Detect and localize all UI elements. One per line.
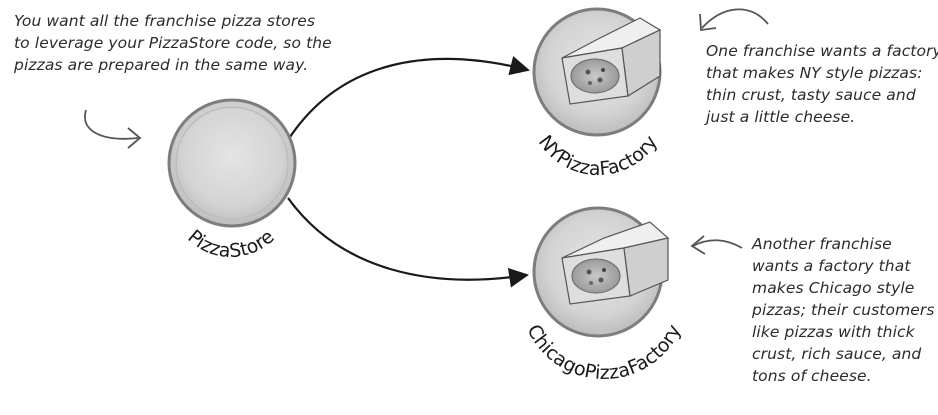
ny-note-line: just a little cheese.: [706, 108, 856, 126]
intro-note-line: pizzas are prepared in the same way.: [14, 56, 309, 74]
chicago-note-line: wants a factory that: [752, 257, 911, 275]
ny-pizza-box-icon: [561, 17, 662, 105]
chicago-note: Another franchise wants a factory that m…: [752, 233, 935, 387]
ny-pointer-arrow: [699, 8, 769, 32]
ny-factory-label: NYPizzaFactory: [534, 131, 662, 180]
chicago-pointer-arrow: [690, 235, 743, 255]
chicago-note-line: pizzas; their customers: [752, 301, 935, 319]
ny-note: One franchise wants a factory that makes…: [706, 40, 938, 128]
intro-note: You want all the franchise pizza stores …: [14, 10, 332, 76]
connector-to-ny: [287, 56, 530, 141]
intro-note-line: to leverage your PizzaStore code, so the: [14, 34, 332, 52]
ny-note-line: thin crust, tasty sauce and: [706, 86, 916, 104]
chicago-note-line: crust, rich sauce, and: [752, 345, 922, 363]
pizza-store-node: [167, 98, 297, 228]
chicago-note-line: tons of cheese.: [752, 367, 872, 385]
ny-note-line: that makes NY style pizzas:: [706, 64, 923, 82]
chicago-factory-node: [532, 206, 670, 338]
pizza-store-plate: [167, 98, 297, 228]
connector-to-chicago: [287, 197, 529, 288]
chicago-note-line: Another franchise: [752, 235, 892, 253]
chicago-pizza-box-icon: [561, 221, 670, 305]
chicago-note-line: makes Chicago style: [752, 279, 915, 297]
ny-note-line: One franchise wants a factory: [706, 42, 938, 60]
intro-note-line: You want all the franchise pizza stores: [14, 12, 316, 30]
chicago-note-line: like pizzas with thick: [752, 323, 915, 341]
intro-pointer-arrow: [84, 109, 142, 149]
ny-factory-node: [532, 7, 662, 137]
pizza-store-label: PizzaStore: [183, 226, 278, 263]
